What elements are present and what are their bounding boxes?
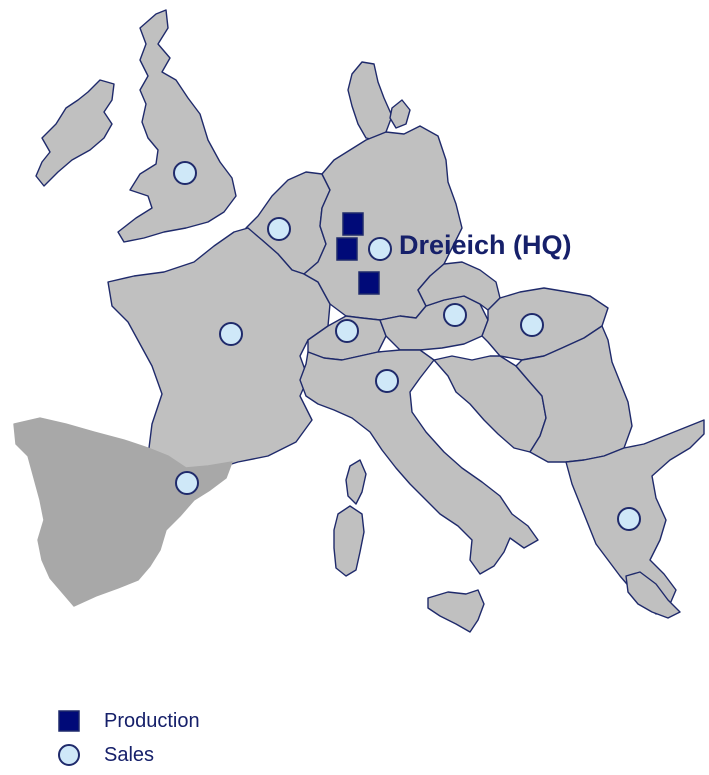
sales-marker [375, 369, 399, 393]
legend-item-production: Production [54, 704, 200, 738]
production-marker [342, 212, 364, 236]
country-ireland [35, 79, 115, 187]
country-spain [13, 417, 233, 607]
sales-marker [219, 322, 243, 346]
country-france-corsica [345, 459, 367, 505]
sales-marker [443, 303, 467, 327]
sales-marker [267, 217, 291, 241]
sales-marker [368, 237, 392, 261]
legend-label: Production [104, 709, 200, 732]
production-marker [358, 271, 380, 295]
sales-marker [335, 319, 359, 343]
square-icon [54, 706, 84, 736]
legend-label: Sales [104, 743, 155, 766]
country-uk [117, 9, 237, 243]
sales-marker [617, 507, 641, 531]
country-italy-sicily [427, 589, 485, 633]
country-denmark [347, 61, 393, 141]
country-greece-peloponnese [625, 571, 681, 619]
circle-icon [54, 740, 84, 770]
country-italy-sardinia [333, 505, 365, 577]
legend: Production Sales [54, 704, 200, 772]
legend-item-sales: Sales [54, 738, 200, 772]
hq-label: Dreieich (HQ) [399, 230, 572, 260]
sales-marker [173, 161, 197, 185]
sales-marker [175, 471, 199, 495]
sales-marker [520, 313, 544, 337]
country-italy [299, 349, 539, 575]
production-marker [336, 237, 358, 261]
country-denmark-islands [389, 99, 411, 129]
